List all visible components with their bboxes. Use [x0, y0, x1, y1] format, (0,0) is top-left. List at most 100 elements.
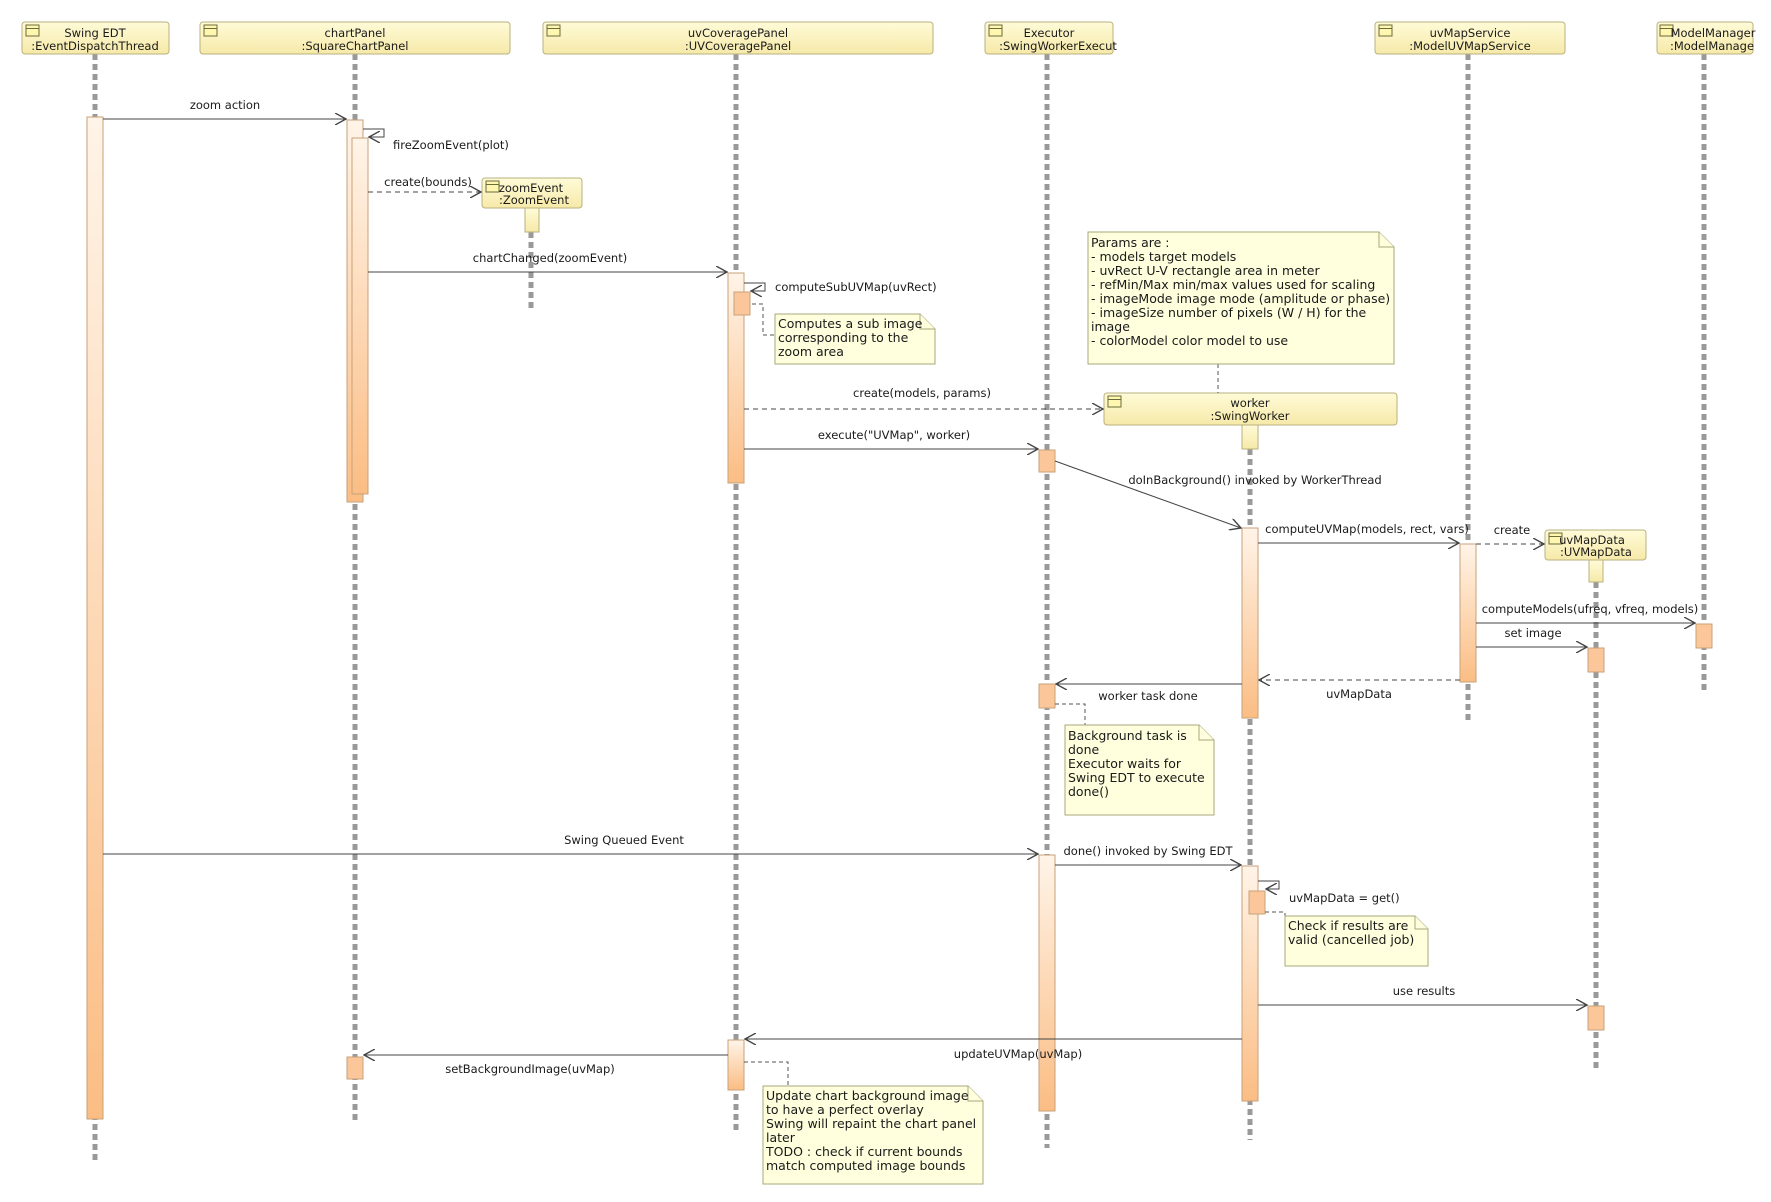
- note-line: Params are :: [1091, 235, 1170, 250]
- activation-exec-queued: [1038, 854, 1056, 1112]
- class-icon: [988, 24, 1003, 37]
- note-line: - imageSize number of pixels (W / H) for…: [1091, 305, 1367, 320]
- class-icon: [1659, 24, 1674, 37]
- object-type: :SwingWorker: [1211, 409, 1290, 423]
- message-label: zoom action: [190, 98, 260, 112]
- participant-type: :SwingWorkerExecut: [999, 39, 1117, 53]
- activations: [86, 116, 1713, 1120]
- message-label: fireZoomEvent(plot): [393, 138, 509, 152]
- message-computeModels: computeModels(ufreq, vfreq, models): [1476, 602, 1698, 623]
- note-check-results: Check if results are valid (cancelled jo…: [1265, 911, 1429, 967]
- note-params: Params are : - models target models - uv…: [1087, 231, 1395, 393]
- message-computeUVMap: computeUVMap(models, rect, vars): [1258, 522, 1469, 543]
- note-line: Swing EDT to execute: [1068, 770, 1205, 785]
- activation-uvcov: [727, 272, 745, 484]
- message-doInBackground: doInBackground() invoked by WorkerThread: [1054, 460, 1382, 528]
- participant-type: :SquareChartPanel: [302, 39, 409, 53]
- message-done: done() invoked by Swing EDT: [1055, 844, 1241, 865]
- activation-chart-inner: [351, 137, 369, 495]
- message-updateUVMap: updateUVMap(uvMap): [745, 1039, 1242, 1061]
- message-use-results: use results: [1258, 984, 1587, 1005]
- participant-name: Swing EDT: [64, 26, 126, 40]
- notes: Computes a sub image corresponding to th…: [744, 231, 1429, 1185]
- note-line: zoom area: [778, 344, 844, 359]
- message-worker-task-done: worker task done: [1056, 684, 1242, 703]
- object-name: uvMapData: [1559, 533, 1625, 547]
- object-header-worker: worker :SwingWorker: [1103, 392, 1398, 426]
- uvMapData-stub: [1588, 559, 1604, 583]
- message-return-uvMapData: uvMapData: [1259, 680, 1460, 701]
- note-line: - colorModel color model to use: [1091, 333, 1288, 348]
- participant-type: :EventDispatchThread: [31, 39, 159, 53]
- participant-name: uvMapService: [1430, 26, 1511, 40]
- message-label: create: [1494, 523, 1531, 537]
- note-line: - refMin/Max min/max values used for sca…: [1091, 277, 1375, 292]
- participant-name: Executor: [1024, 26, 1075, 40]
- note-line: Swing will repaint the chart panel: [766, 1116, 976, 1131]
- note-line: done: [1068, 742, 1100, 757]
- note-line: done(): [1068, 784, 1109, 799]
- zoomEvent-stub: [524, 207, 540, 233]
- message-label: computeModels(ufreq, vfreq, models): [1482, 602, 1699, 616]
- note-line: - imageMode image mode (amplitude or pha…: [1091, 291, 1390, 306]
- participant-header-uvms: uvMapService :ModelUVMapService: [1374, 21, 1566, 55]
- message-computeSubUVMap: computeSubUVMap(uvRect): [744, 280, 937, 294]
- participant-type: :ModelUVMapService: [1409, 39, 1530, 53]
- participant-type: :UVCoveragePanel: [685, 39, 791, 53]
- note-line: Executor waits for: [1068, 756, 1182, 771]
- message-label: setBackgroundImage(uvMap): [445, 1062, 615, 1076]
- message-label: create(bounds): [384, 175, 472, 189]
- message-setBackgroundImage: setBackgroundImage(uvMap): [364, 1055, 728, 1076]
- note-line: - models target models: [1091, 249, 1236, 264]
- object-header-zoomEvent: zoomEvent :ZoomEvent: [481, 177, 583, 209]
- activation-mm: [1695, 623, 1713, 649]
- activation-uvcov-update: [727, 1039, 745, 1091]
- class-icon: [203, 24, 218, 37]
- message-label: uvMapData = get(): [1289, 891, 1400, 905]
- message-label: updateUVMap(uvMap): [954, 1047, 1082, 1061]
- activation-uvMapData-set: [1587, 647, 1605, 673]
- message-swing-queued-event: Swing Queued Event: [103, 833, 1038, 854]
- worker-stub: [1241, 424, 1259, 450]
- message-chartChanged: chartChanged(zoomEvent): [368, 251, 727, 272]
- activation-uvcov-compute: [733, 291, 751, 316]
- participant-header-chart: chartPanel :SquareChartPanel: [199, 21, 511, 55]
- note-compute-sub-image: Computes a sub image corresponding to th…: [752, 303, 936, 365]
- message-label: doInBackground() invoked by WorkerThread: [1128, 473, 1381, 487]
- message-label: done() invoked by Swing EDT: [1064, 844, 1234, 858]
- note-line: image: [1091, 319, 1130, 334]
- note-background-task-done: Background task is done Executor waits f…: [1055, 703, 1215, 816]
- class-icon: [546, 24, 561, 37]
- message-execute: execute("UVMap", worker): [744, 428, 1038, 449]
- note-line: match computed image bounds: [766, 1158, 965, 1173]
- note-line: Check if results are: [1288, 918, 1409, 933]
- message-label: execute("UVMap", worker): [818, 428, 970, 442]
- participant-name: ModelManager: [1671, 26, 1756, 40]
- message-set-image: set image: [1476, 626, 1587, 647]
- object-type: :UVMapData: [1560, 545, 1632, 559]
- activation-worker-get: [1248, 890, 1266, 915]
- note-update-chart-background: Update chart background image to have a …: [744, 1061, 984, 1185]
- participant-header-uvcov: uvCoveragePanel :UVCoveragePanel: [542, 21, 934, 55]
- activation-uvMapData-use: [1587, 1005, 1605, 1031]
- activation-exec-done: [1038, 683, 1056, 709]
- message-label: computeSubUVMap(uvRect): [775, 280, 937, 294]
- note-line: Background task is: [1068, 728, 1187, 743]
- participant-header-mm: ModelManager :ModelManage: [1656, 21, 1756, 55]
- message-label: set image: [1504, 626, 1561, 640]
- activation-worker-done: [1241, 865, 1259, 1102]
- note-line: valid (cancelled job): [1288, 932, 1414, 947]
- participant-name: chartPanel: [325, 26, 386, 40]
- message-create-uvMapData: create: [1476, 523, 1544, 544]
- class-icon: [1107, 395, 1122, 408]
- message-label: worker task done: [1098, 689, 1197, 703]
- note-line: - uvRect U-V rectangle area in meter: [1091, 263, 1320, 278]
- messages: zoom action fireZoomEvent(plot) create(b…: [103, 98, 1698, 1076]
- message-fireZoomEvent: fireZoomEvent(plot): [363, 128, 509, 152]
- note-line: corresponding to the: [778, 330, 909, 345]
- note-line: TODO : check if current bounds: [765, 1144, 962, 1159]
- activation-worker-bg: [1241, 527, 1259, 719]
- object-name: zoomEvent: [499, 181, 564, 195]
- message-create-worker: create(models, params): [744, 386, 1103, 409]
